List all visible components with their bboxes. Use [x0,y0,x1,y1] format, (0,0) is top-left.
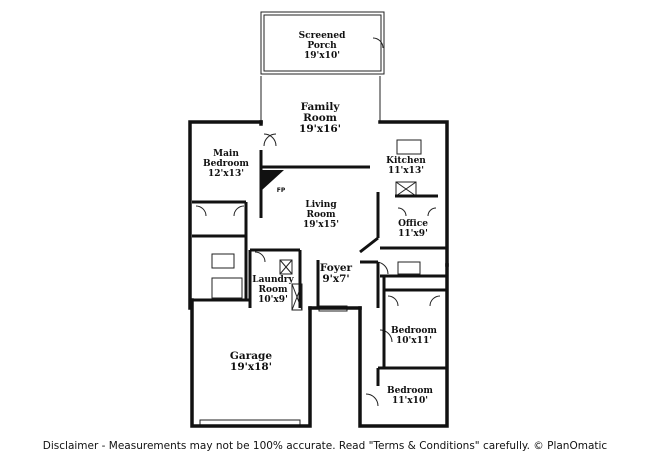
screened-porch-inner [263,14,382,72]
door-swing [427,207,437,217]
family-room-name: Family [301,101,341,113]
fireplace-label: FP [277,187,286,194]
office-dims: 11'x9' [398,229,428,239]
laundry-room-dims: 10'x9' [258,295,288,305]
door-swing [387,295,399,307]
bedroom-2-dims: 11'x10' [392,396,428,406]
screened-porch-name: Screened [299,31,346,41]
bedroom-1-dims: 10'x11' [396,336,432,346]
laundry-room-name: Room [258,285,287,295]
bathtub [211,277,243,299]
garage-dims: 19'x18' [230,361,272,373]
door-swing [397,207,407,217]
disclaimer-text: Disclaimer - Measurements may not be 100… [42,440,608,452]
door-swing [263,133,277,147]
living-room-name: Room [306,210,335,220]
door-swing [233,205,245,217]
screened-porch-outline [260,11,385,75]
door-swing [429,295,441,307]
door-swing [254,251,266,263]
exterior-walls [188,120,449,428]
main-bedroom-name: Main [213,149,239,159]
office-name: Office [398,219,428,229]
kitchen-island [396,139,422,155]
main-bedroom-name: Bedroom [203,159,249,169]
door-swing [263,133,277,147]
vanity [211,253,235,269]
foyer-dims: 9'x7' [322,273,349,285]
bath-vanity [397,261,421,275]
foyer-name: Foyer [320,262,353,274]
living-room-dims: 19'x15' [303,220,339,230]
screened-porch-name: Porch [307,41,337,51]
main-bedroom-dims: 12'x13' [208,169,244,179]
washer [279,259,293,275]
screened-porch-dims: 19'x10' [304,51,340,61]
door-swing [195,205,207,217]
door-swing [372,37,384,49]
bedroom-1-name: Bedroom [391,326,437,336]
family-room-name: Room [303,112,337,124]
family-room-dims: 19'x16' [299,123,341,135]
interior-walls [192,150,447,386]
kitchen-name: Kitchen [386,156,426,166]
laundry-shelf [291,283,303,311]
bedroom-2-name: Bedroom [387,386,433,396]
door-swing [379,329,393,343]
garage-name: Garage [230,350,272,362]
fireplace [262,170,284,190]
thin-walls [195,11,441,426]
laundry-room-name: Laundry [252,275,294,285]
living-room-name: Living [305,200,337,210]
kitchen-dims: 11'x13' [388,166,424,176]
door-swing [365,393,379,407]
